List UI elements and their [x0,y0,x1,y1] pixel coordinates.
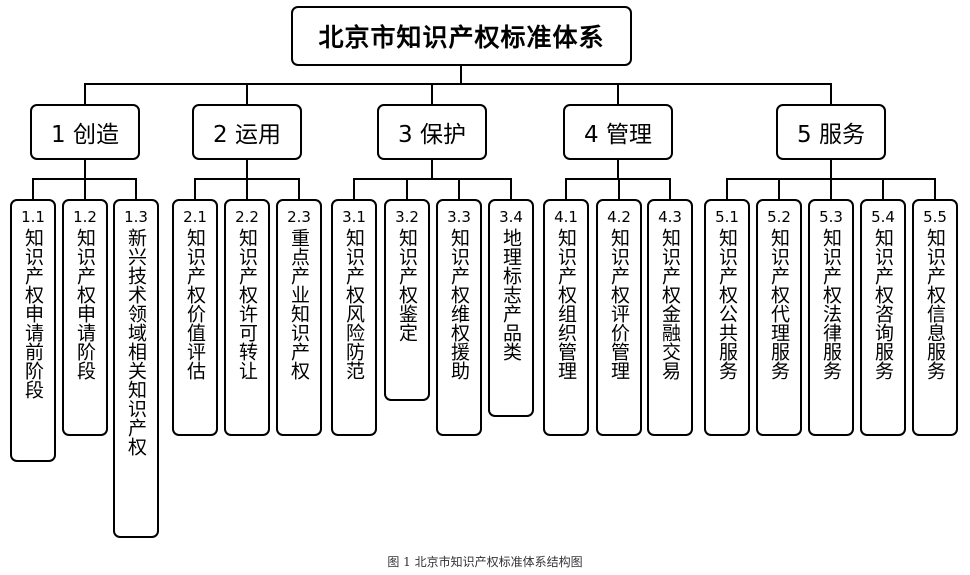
figure-caption: 图 1 北京市知识产权标准体系结构图 [387,555,583,569]
connector-line [565,178,567,199]
leaf-label: 地理标志产品类 [500,228,522,361]
leaf-node: 2.2 知识产权许可转让 [224,199,270,436]
connector-line [84,83,86,104]
leaf-label: 知识产权申请前阶段 [22,228,44,399]
connector-line [246,160,248,179]
connector-line [246,83,248,104]
category-node: 2 运用 [192,104,302,160]
leaf-node: 3.4 地理标志产品类 [488,199,534,417]
connector-line [298,178,300,199]
leaf-number: 5.2 [767,208,791,226]
leaf-node: 5.3 知识产权法律服务 [808,199,854,436]
leaf-number: 3.4 [499,208,523,226]
connector-line [353,178,512,180]
leaf-label: 知识产权组织管理 [555,228,577,380]
leaf-label: 知识产权申请阶段 [74,228,96,380]
category-node: 4 管理 [563,104,673,160]
connector-line [618,178,620,199]
connector-line [617,160,619,179]
leaf-label: 知识产权鉴定 [396,228,418,342]
leaf-label: 知识产权代理服务 [768,228,790,380]
connector-line [458,178,460,199]
leaf-node: 2.1 知识产权价值评估 [172,199,218,436]
leaf-number: 2.1 [183,208,207,226]
connector-line [830,160,832,179]
leaf-label: 新兴技术领域相关知识产权 [125,228,147,456]
connector-line [84,83,832,85]
leaf-node: 3.2 知识产权鉴定 [384,199,430,401]
connector-line [194,178,196,199]
connector-line [726,178,728,199]
connector-line [32,178,34,199]
leaf-number: 4.2 [607,208,631,226]
root-node: 北京市知识产权标准体系 [291,6,632,66]
connector-line [431,160,433,179]
leaf-node: 4.2 知识产权评价管理 [596,199,642,436]
leaf-number: 4.1 [554,208,578,226]
leaf-number: 1.2 [73,208,97,226]
connector-line [84,178,86,199]
connector-line [882,178,884,199]
leaf-number: 3.2 [395,208,419,226]
leaf-node: 5.4 知识产权咨询服务 [860,199,906,436]
leaf-label: 知识产权维权援助 [448,228,470,380]
connector-line [246,178,248,199]
leaf-node: 1.1 知识产权申请前阶段 [10,199,56,462]
leaf-label: 重点产业知识产权 [288,228,310,380]
connector-line [353,178,355,199]
leaf-node: 5.5 知识产权信息服务 [912,199,958,436]
leaf-number: 3.3 [447,208,471,226]
leaf-label: 知识产权评价管理 [608,228,630,380]
leaf-label: 知识产权价值评估 [184,228,206,380]
leaf-number: 5.1 [715,208,739,226]
leaf-number: 5.5 [923,208,947,226]
leaf-number: 5.3 [819,208,843,226]
leaf-node: 3.1 知识产权风险防范 [331,199,377,436]
connector-line [778,178,780,199]
connector-line [406,178,408,199]
category-node: 5 服务 [776,104,886,160]
leaf-number: 1.3 [124,208,148,226]
leaf-label: 知识产权金融交易 [659,228,681,380]
leaf-node: 3.3 知识产权维权援助 [436,199,482,436]
leaf-number: 3.1 [342,208,366,226]
leaf-number: 2.3 [287,208,311,226]
leaf-number: 4.3 [658,208,682,226]
connector-line [830,178,832,199]
leaf-label: 知识产权法律服务 [820,228,842,380]
leaf-node: 4.3 知识产权金融交易 [647,199,693,436]
leaf-number: 2.2 [235,208,259,226]
leaf-label: 知识产权信息服务 [924,228,946,380]
connector-line [510,178,512,199]
connector-line [934,178,936,199]
category-node: 1 创造 [30,104,140,160]
leaf-node: 1.3 新兴技术领域相关知识产权 [113,199,159,538]
leaf-label: 知识产权风险防范 [343,228,365,380]
leaf-number: 5.4 [871,208,895,226]
leaf-node: 2.3 重点产业知识产权 [276,199,322,436]
leaf-node: 4.1 知识产权组织管理 [543,199,589,436]
leaf-label: 知识产权公共服务 [716,228,738,380]
leaf-label: 知识产权许可转让 [236,228,258,380]
leaf-node: 5.2 知识产权代理服务 [756,199,802,436]
leaf-node: 5.1 知识产权公共服务 [704,199,750,436]
connector-line [830,83,832,104]
connector-line [460,66,462,84]
connector-line [84,160,86,179]
connector-line [431,83,433,104]
leaf-node: 1.2 知识产权申请阶段 [62,199,108,436]
leaf-number: 1.1 [21,208,45,226]
connector-line [135,178,137,199]
connector-line [617,83,619,104]
category-node: 3 保护 [377,104,487,160]
connector-line [669,178,671,199]
leaf-label: 知识产权咨询服务 [872,228,894,380]
